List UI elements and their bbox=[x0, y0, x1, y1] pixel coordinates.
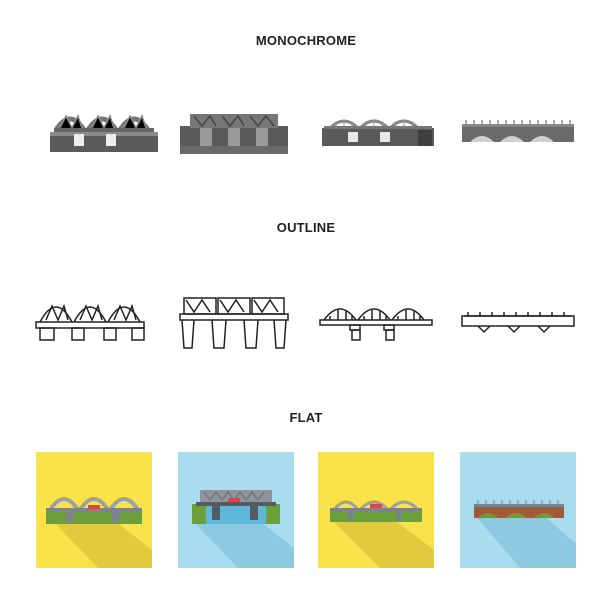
section-title-flat: FLAT bbox=[289, 410, 323, 425]
truss-bridge-on-pillars-icon bbox=[180, 114, 288, 154]
section-title-monochrome: MONOCHROME bbox=[255, 33, 357, 48]
arch-truss-bridge-icon bbox=[50, 114, 158, 152]
arch-viaduct-bridge-outline-icon bbox=[461, 312, 575, 334]
section-title-outline: OUTLINE bbox=[276, 220, 336, 235]
arch-viaduct-bridge-icon bbox=[462, 120, 574, 142]
arch-truss-bridge-outline-icon bbox=[35, 303, 145, 341]
bowstring-bridge-icon bbox=[322, 119, 434, 146]
bowstring-bridge-flat-icon bbox=[318, 452, 434, 568]
truss-bridge-on-pillars-flat-icon bbox=[178, 452, 294, 568]
truss-bridge-on-pillars-outline-icon bbox=[179, 297, 289, 349]
bowstring-bridge-outline-icon bbox=[319, 308, 433, 341]
arch-truss-bridge-flat-icon bbox=[36, 452, 152, 568]
arch-viaduct-bridge-flat-icon bbox=[460, 452, 576, 568]
